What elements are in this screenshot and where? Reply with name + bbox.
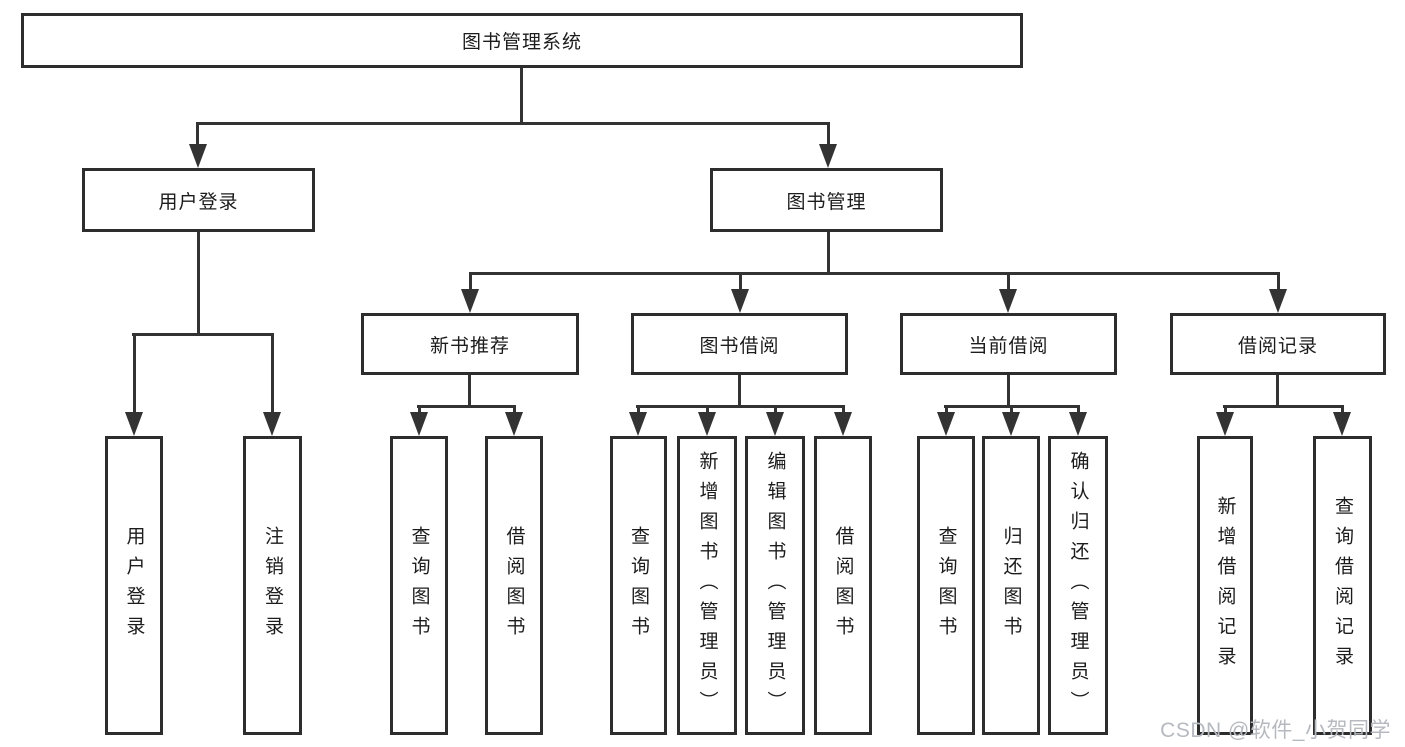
connector-vline [842, 405, 845, 416]
arrowhead-down-icon [263, 412, 281, 436]
connector-vline [1276, 375, 1279, 408]
node-book-management: 图书管理 [710, 168, 943, 232]
connector-vline [739, 272, 742, 293]
arrowhead-down-icon [999, 289, 1017, 313]
node-label: 查询图书 [935, 525, 957, 646]
node-label: 借阅图书 [503, 525, 525, 646]
node-leaf-br-add-record: 新增借阅记录 [1197, 436, 1253, 735]
node-borrowing-records: 借阅记录 [1170, 313, 1386, 375]
arrowhead-down-icon [698, 412, 716, 436]
connector-vline [1077, 405, 1080, 416]
arrowhead-down-icon [731, 289, 749, 313]
arrowhead-down-icon [1216, 412, 1234, 436]
arrowhead-down-icon [125, 412, 143, 436]
node-label: 归还图书 [1000, 525, 1022, 646]
arrowhead-down-icon [189, 144, 207, 168]
node-leaf-user-login: 用户登录 [105, 436, 163, 735]
node-leaf-cb-return-books: 归还图书 [982, 436, 1040, 735]
node-leaf-bb-borrow-books: 借阅图书 [814, 436, 872, 735]
node-leaf-bb-add-books-admin: 新增图书（管理员） [677, 436, 737, 735]
node-current-borrowing: 当前借阅 [900, 313, 1117, 375]
connector-vline [520, 68, 523, 125]
connector-hline [636, 405, 845, 408]
node-leaf-logout: 注销登录 [243, 436, 302, 735]
arrowhead-down-icon [766, 412, 784, 436]
connector-vline [637, 405, 640, 416]
node-leaf-bb-edit-books-admin: 编辑图书（管理员） [745, 436, 805, 735]
node-label: 新增借阅记录 [1214, 495, 1236, 676]
connector-vline [469, 272, 472, 293]
node-label: 借阅图书 [832, 525, 854, 646]
node-book-borrowing: 图书借阅 [631, 313, 848, 375]
arrowhead-down-icon [461, 289, 479, 313]
connector-hline [197, 122, 830, 125]
connector-vline [827, 232, 830, 275]
node-label: 查询图书 [628, 525, 649, 646]
node-label: 新增图书（管理员） [696, 450, 718, 721]
connector-vline [1007, 272, 1010, 293]
connector-vline [513, 405, 516, 416]
connector-vline [271, 333, 274, 416]
connector-vline [1341, 405, 1344, 416]
arrowhead-down-icon [629, 412, 647, 436]
connector-hline [132, 333, 274, 336]
node-user-login: 用户登录 [82, 168, 315, 232]
node-label: 注销登录 [262, 525, 283, 646]
node-label: 确认归还（管理员） [1067, 450, 1089, 721]
connector-vline [706, 405, 709, 416]
connector-vline [1224, 405, 1227, 416]
node-leaf-bb-query-books: 查询图书 [610, 436, 667, 735]
connector-vline [945, 405, 948, 416]
arrowhead-down-icon [505, 412, 523, 436]
connector-vline [1010, 405, 1013, 416]
arrowhead-down-icon [1269, 289, 1287, 313]
node-leaf-cb-query-books: 查询图书 [917, 436, 975, 735]
connector-hline [417, 405, 516, 408]
connector-vline [738, 375, 741, 408]
arrowhead-down-icon [1069, 412, 1087, 436]
connector-vline [1007, 375, 1010, 408]
arrowhead-down-icon [410, 412, 428, 436]
connector-hline [1223, 405, 1344, 408]
connector-hline [469, 272, 1280, 275]
node-new-book-recommend: 新书推荐 [361, 313, 579, 375]
node-root: 图书管理系统 [21, 13, 1023, 68]
arrowhead-down-icon [1333, 412, 1351, 436]
arrowhead-down-icon [819, 144, 837, 168]
csdn-watermark: CSDN @软件_小贺同学 [1160, 719, 1391, 742]
node-label: 查询借阅记录 [1332, 495, 1353, 676]
node-leaf-br-query-record: 查询借阅记录 [1313, 436, 1372, 735]
connector-vline [774, 405, 777, 416]
node-label: 编辑图书（管理员） [764, 450, 786, 721]
node-label: 查询图书 [408, 525, 430, 646]
connector-vline [196, 122, 199, 148]
node-leaf-rec-borrow-books: 借阅图书 [485, 436, 543, 735]
connector-vline [827, 122, 830, 148]
node-leaf-cb-confirm-return-admin: 确认归还（管理员） [1048, 436, 1108, 735]
connector-vline [133, 333, 136, 416]
connector-vline [197, 232, 200, 336]
node-leaf-rec-query-books: 查询图书 [390, 436, 448, 735]
connector-vline [468, 375, 471, 408]
arrowhead-down-icon [937, 412, 955, 436]
node-label: 用户登录 [123, 525, 145, 646]
connector-vline [418, 405, 421, 416]
connector-vline [1277, 272, 1280, 293]
arrowhead-down-icon [1002, 412, 1020, 436]
arrowhead-down-icon [834, 412, 852, 436]
